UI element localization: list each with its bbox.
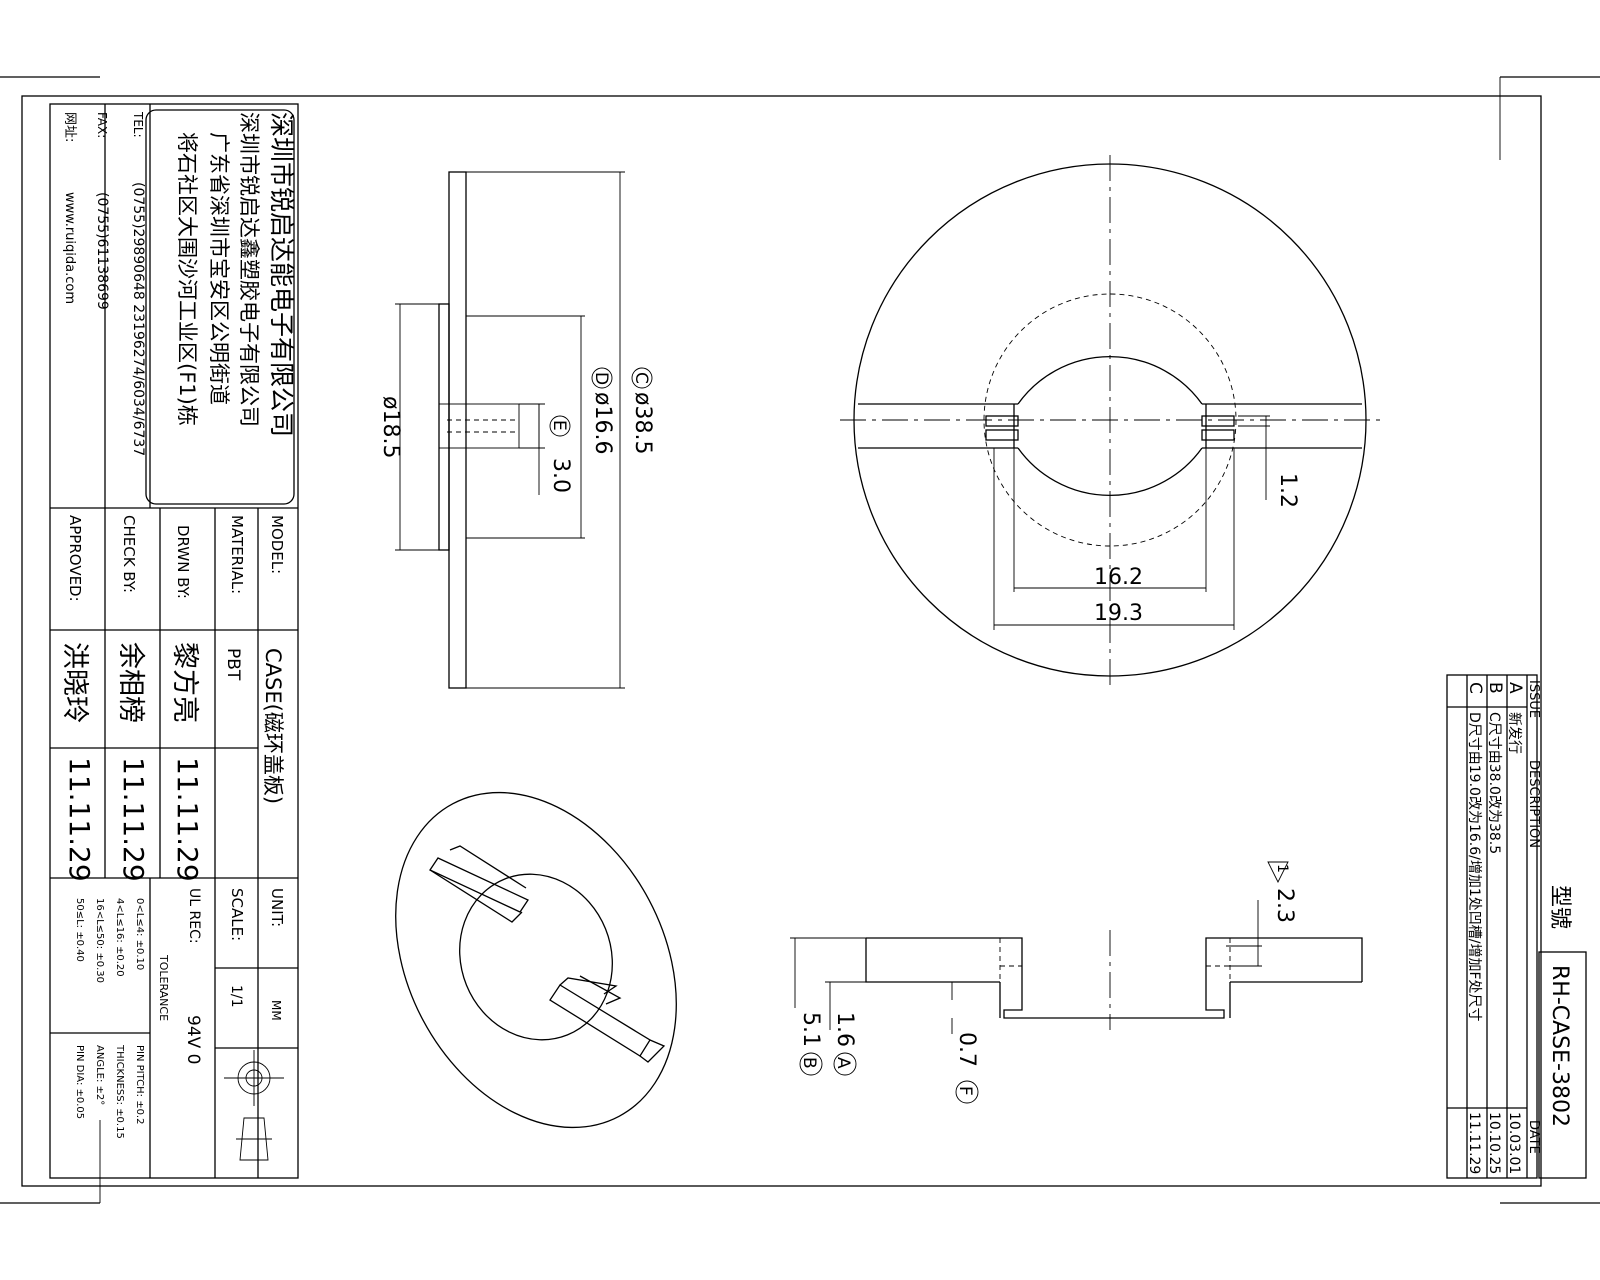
material-label: MATERIAL:	[228, 515, 246, 594]
material-value: PBT	[223, 648, 243, 681]
description-header: DESCRIPTION	[1526, 760, 1541, 848]
revision-row-b-date: 10.10.25	[1486, 1112, 1502, 1174]
fax-value: (0755)61138699	[94, 192, 110, 310]
revision-row-c-date: 11.11.29	[1466, 1112, 1482, 1174]
tol-left-2: 4<L≤16: ±0.20	[114, 898, 125, 977]
dim-1-6: 1.6	[832, 1012, 857, 1047]
tolerance-label: TOLERANCE	[157, 954, 170, 1021]
revision-model-label: 型號	[1547, 885, 1572, 929]
factory-name: 深圳市锐启达鑫塑胶电子有限公司	[237, 112, 261, 427]
dim-a-badge: A	[833, 1057, 853, 1069]
revision-row-c-issue: C	[1465, 682, 1485, 694]
title-block: 深圳市锐启达能电子有限公司 深圳市锐启达鑫塑胶电子有限公司 广东省深圳市宝安区公…	[49, 103, 299, 1179]
date-header: DATE	[1526, 1120, 1541, 1154]
dim-d-value: ø16.6	[590, 392, 615, 454]
check-label: CHECK BY:	[120, 515, 138, 593]
web-label: 网址:	[62, 112, 77, 142]
drawn-date: 11.11.29	[171, 757, 204, 882]
issue-header: ISSUE	[1526, 680, 1541, 718]
revision-row-b-desc: C尺寸由38.0改为38.5	[1486, 712, 1502, 854]
approved-label: APPROVED:	[66, 515, 84, 602]
fax-label: FAX:	[95, 112, 109, 138]
tol-left-1: 0<L≤4: ±0.10	[134, 898, 145, 970]
dim-19-3: 19.3	[1094, 601, 1143, 626]
unit-label: UNIT:	[268, 888, 286, 927]
ul-label: UL REC:	[186, 888, 202, 944]
revision-model-value: RH-CASE-3802	[1547, 965, 1572, 1127]
approved-name: 洪晓玲	[59, 642, 90, 723]
approved-date: 11.11.29	[63, 757, 96, 882]
sheet-corner-marks	[0, 76, 1600, 1204]
dim-f-badge: F	[955, 1086, 975, 1096]
model-label: MODEL:	[268, 515, 286, 574]
isometric-view	[395, 791, 677, 1129]
scale-label: SCALE:	[228, 888, 246, 941]
dim-0-7: 0.7	[954, 1032, 979, 1067]
section-view	[790, 900, 1363, 1034]
tel-value: (0755)29890648 23196274/6034/6737	[130, 182, 146, 456]
revision-row-a-issue: A	[1505, 682, 1525, 694]
dim-18-5: ø18.5	[378, 396, 403, 458]
dim-1-badge: 1	[1274, 864, 1290, 873]
dim-2-3: 2.3	[1272, 888, 1297, 923]
dim-b-badge: B	[799, 1057, 819, 1069]
web-value: www.ruiqida.com	[62, 192, 77, 304]
dim-e-value: 3.0	[548, 458, 573, 493]
projection-symbol	[224, 1050, 284, 1161]
tol-right-4: PIN DIA: ±0.05	[74, 1045, 85, 1119]
dim-d-badge: D	[591, 372, 611, 385]
tol-left-4: 50≤L: ±0.40	[74, 898, 85, 962]
revision-row-c-desc: D尺寸由19.0改为16.6/增加1处凹槽/增加F处尺寸	[1466, 712, 1482, 1022]
revision-row-b-issue: B	[1485, 682, 1505, 694]
tol-right-3: ANGLE: ±2°	[94, 1045, 105, 1105]
revision-row-a-date: 10.03.01	[1506, 1112, 1522, 1174]
dim-16-2: 16.2	[1094, 565, 1143, 590]
model-value: CASE(磁环盖板)	[261, 648, 285, 804]
drawn-name: 黎方亮	[169, 642, 200, 723]
drawn-label: DRWN BY:	[174, 525, 192, 599]
tol-right-1: PIN PITCH: ±0.2	[134, 1045, 145, 1124]
side-view	[395, 171, 625, 689]
check-date: 11.11.29	[117, 757, 150, 882]
dim-1-2: 1.2	[1275, 473, 1300, 508]
ul-value: 94V 0	[183, 1015, 203, 1064]
address-line-1: 广东省深圳市宝安区公明街道	[207, 132, 231, 405]
company-name: 深圳市锐启达能电子有限公司	[267, 112, 296, 437]
scale-value: 1/1	[228, 985, 244, 1008]
revision-row-a-desc: 新发行	[1506, 712, 1522, 754]
address-line-2: 将石社区大围沙河工业区(F1)栋	[175, 132, 199, 426]
dim-5-1: 5.1	[798, 1012, 823, 1047]
dim-e-badge: E	[549, 420, 569, 431]
dim-c-badge: C	[631, 372, 651, 384]
drawing-border	[21, 95, 1542, 1187]
tol-left-3: 16<L≤50: ±0.30	[94, 898, 105, 983]
check-name: 余相榜	[115, 642, 146, 723]
tol-right-2: THICKNESS: ±0.15	[114, 1044, 125, 1139]
unit-value: MM	[269, 1000, 283, 1021]
dim-c-value: ø38.5	[630, 392, 655, 454]
tel-label: TEL:	[131, 111, 145, 138]
top-view	[840, 155, 1380, 690]
revision-block	[1446, 674, 1587, 1179]
